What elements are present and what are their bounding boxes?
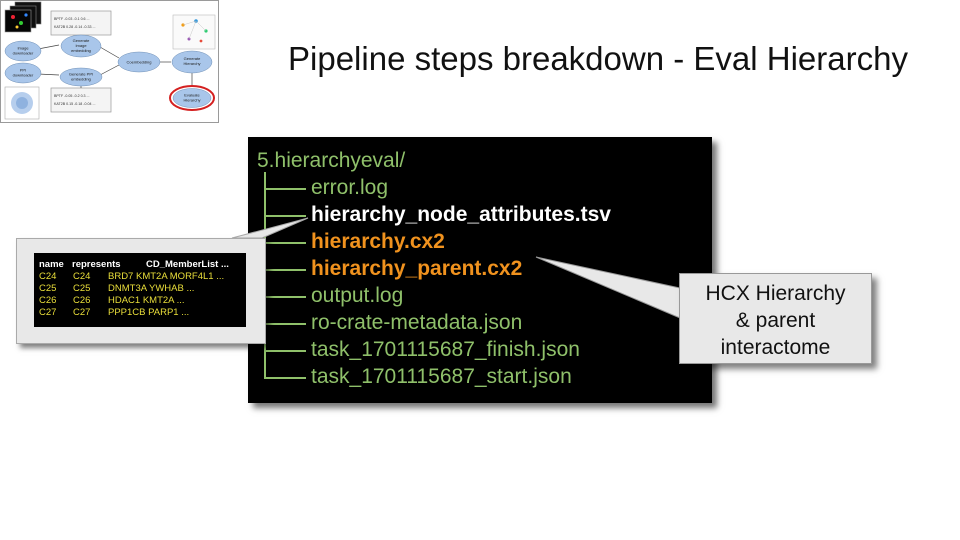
svg-text:BPTF -0.03 -0.1 0.6 ...: BPTF -0.03 -0.1 0.6 ... [54, 17, 90, 21]
svg-text:embedding: embedding [71, 48, 91, 53]
svg-text:BPTF -0.05 -0.2 0.3 ...: BPTF -0.05 -0.2 0.3 ... [54, 94, 90, 98]
tree-row-hierarchy-parent-cx2: hierarchy_parent.cx2 [264, 255, 704, 282]
tree-row-hierarchy-cx2: hierarchy.cx2 [264, 228, 704, 255]
callout-line: & parent [680, 307, 871, 334]
svg-text:downloader: downloader [13, 73, 34, 78]
svg-text:Hierarchy: Hierarchy [183, 61, 200, 66]
svg-text:downloader: downloader [13, 51, 34, 56]
file-name: task_1701115687_finish.json [311, 336, 580, 363]
svg-text:embedding: embedding [71, 77, 91, 82]
file-name-highlighted: hierarchy_parent.cx2 [311, 255, 522, 282]
page-title: Pipeline steps breakdown - Eval Hierarch… [288, 40, 908, 78]
file-name: ro-crate-metadata.json [311, 309, 522, 336]
tree-row-node-attributes: hierarchy_node_attributes.tsv [264, 201, 704, 228]
file-name-highlighted: hierarchy_node_attributes.tsv [311, 201, 611, 228]
tree-row-error-log: error.log [264, 174, 704, 201]
file-name: error.log [311, 174, 388, 201]
svg-text:KAT2B 0.28 -0.14 -0.33 ...: KAT2B 0.28 -0.14 -0.33 ... [54, 25, 95, 29]
svg-text:KAT2B 0.15 -0.18 -0.04 ...: KAT2B 0.15 -0.18 -0.04 ... [54, 102, 95, 106]
tree-row-ro-crate: ro-crate-metadata.json [264, 309, 704, 336]
tree-row-task-start: task_1701115687_start.json [264, 363, 704, 390]
file-name: output.log [311, 282, 403, 309]
pipeline-thumbnail: BPTF -0.03 -0.1 0.6 ... KAT2B 0.28 -0.14… [0, 0, 219, 123]
file-name-highlighted: hierarchy.cx2 [311, 228, 445, 255]
tree-row-output-log: output.log [264, 282, 704, 309]
file-name: task_1701115687_start.json [311, 363, 572, 390]
tree-root-folder: 5.hierarchyeval/ [257, 149, 405, 173]
callout-line: HCX Hierarchy [680, 280, 871, 307]
svg-text:Hierarchy: Hierarchy [183, 98, 200, 103]
tree-row-task-finish: task_1701115687_finish.json [264, 336, 704, 363]
svg-text:Coembedding: Coembedding [127, 60, 152, 65]
node-attributes-callout: name represents CD_MemberList ... C24 C2… [16, 238, 266, 344]
hcx-hierarchy-callout: HCX Hierarchy & parent interactome [679, 273, 872, 364]
callout-line: interactome [680, 334, 871, 361]
attributes-table: name represents CD_MemberList ... C24 C2… [34, 253, 246, 327]
